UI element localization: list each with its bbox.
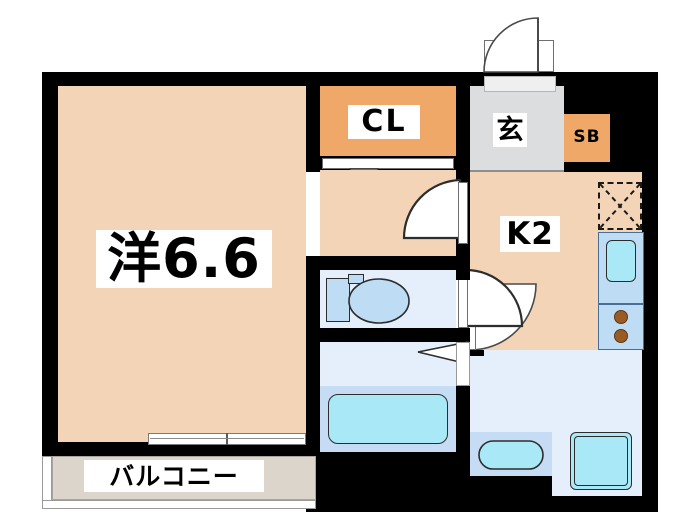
overhead-cabinet [598,182,642,230]
main-room-door-panel[interactable] [458,182,468,244]
toilet-bowl [348,278,410,324]
wall-bottom-outer [306,496,658,512]
wash-basin [478,440,544,470]
wall-entrance-bottom-strip [564,162,642,172]
entrance-step-line [470,170,564,172]
bathroom-door-panel[interactable] [456,342,470,386]
closet-door[interactable] [322,158,454,169]
wall-kitchen-bottom [470,350,484,356]
shoe-box-area [564,114,610,162]
wall-washroom-bottom-left [470,476,552,496]
wall-toilet-top [306,256,470,270]
balcony-label: バルコニー [84,460,264,492]
washing-machine-outline [574,436,628,486]
wall-main-room-right [306,86,320,172]
kitchen-label: K2 [500,216,560,252]
stove-burners-icon [614,310,628,343]
washing-machine-space [570,432,632,490]
wall-left-outer [42,72,58,442]
wall-entrance-top-strip [564,86,610,114]
wall-right-outer [642,72,658,512]
entrance-threshold [484,76,556,92]
wall-toilet-right [456,266,470,280]
wall-balcony-top [42,442,320,456]
kitchen-sink [606,240,636,282]
balcony-window-track [150,438,304,440]
wall-entrance-right-block [610,86,642,172]
wall-closet-right [456,86,470,170]
bathtub [328,394,448,444]
overhead-cabinet-cross-icon [599,183,641,229]
entrance-label: 玄 [493,113,527,147]
shoe-box-label: SB [573,126,601,147]
wall-top-closet [312,72,470,86]
toilet-tank [326,278,350,322]
wall-bath-right [456,386,470,452]
toilet-door-swing-icon [464,268,524,328]
balcony-rail-bottom [42,500,316,509]
wall-bath-bottom [306,452,470,496]
wall-top-left [42,72,312,86]
toilet-flush-lever [348,274,364,284]
entrance-door-swing-icon [483,17,539,73]
main-room-label: 洋6.6 [96,230,272,288]
kitchen-counter-divider [598,303,644,305]
wall-toilet-bottom [306,328,470,342]
closet-label: CL [348,105,420,139]
main-room-door-swing-icon [402,178,462,240]
